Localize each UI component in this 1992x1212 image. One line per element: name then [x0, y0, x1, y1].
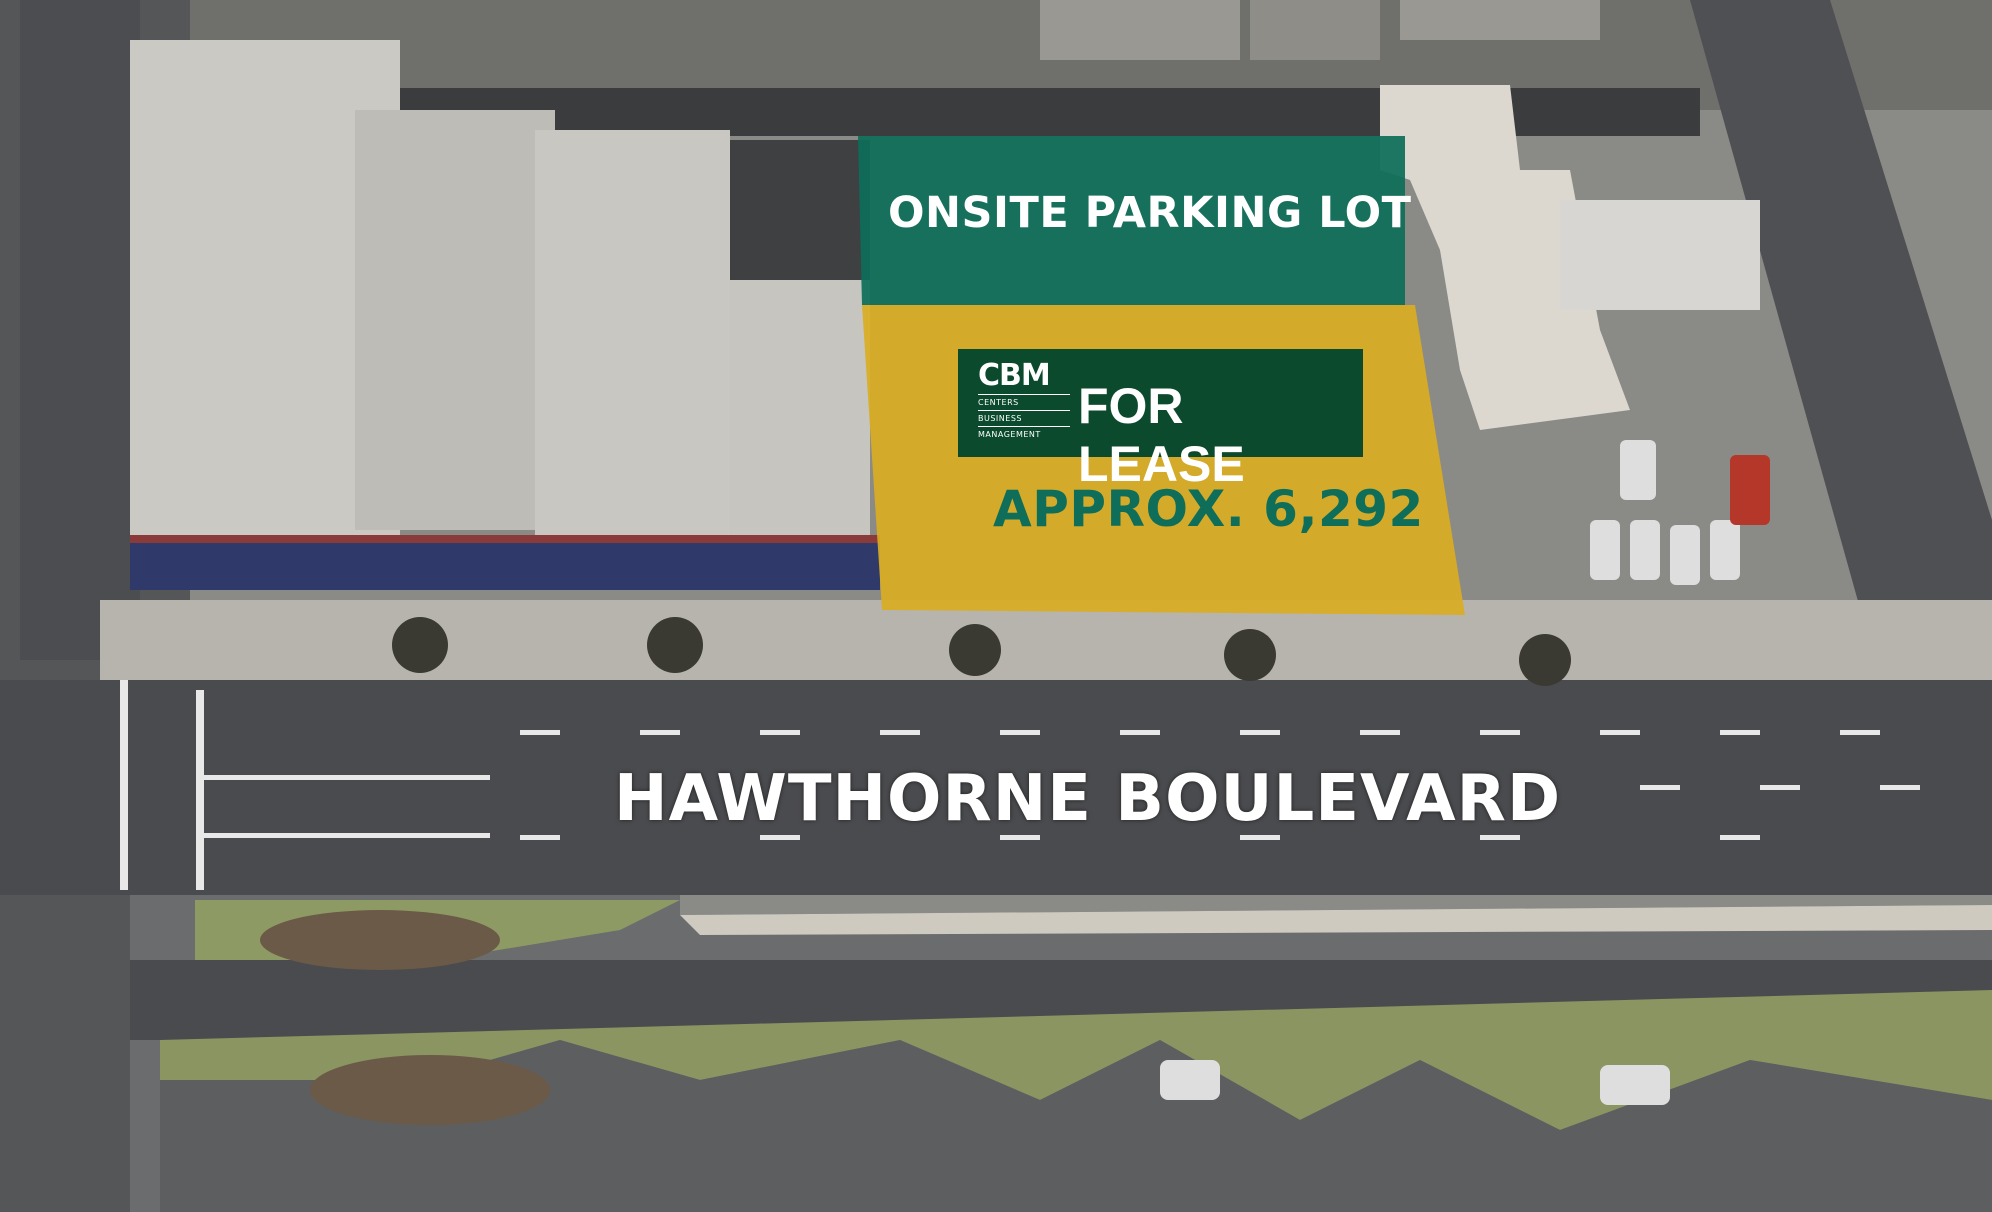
cbm-logo-mark: CBM — [978, 358, 1051, 393]
street-label: HAWTHORNE BOULEVARD — [614, 762, 1562, 836]
building-east — [1380, 85, 1630, 430]
building-3 — [535, 130, 730, 540]
cbm-logo-line-2: BUSINESS — [978, 410, 1070, 423]
building-2 — [355, 110, 555, 530]
building-east-canopy — [1560, 200, 1760, 310]
cbm-logo-line-3: MANAGEMENT — [978, 426, 1070, 439]
cross-street-right — [1690, 0, 1992, 680]
lower-landscape — [160, 990, 1992, 1130]
storefront-awning — [130, 540, 880, 590]
approx-size-label: APPROX. 6,292 — [993, 480, 1424, 538]
sidewalk — [100, 600, 1992, 680]
cbm-logo: CBM CENTERS BUSINESS MANAGEMENT — [978, 361, 1070, 447]
building-4 — [730, 280, 870, 540]
cbm-logo-line-1: CENTERS — [978, 394, 1070, 407]
for-lease-label: FOR LEASE — [1078, 378, 1245, 492]
for-lease-sign: CBM CENTERS BUSINESS MANAGEMENT FOR LEAS… — [958, 349, 1363, 492]
parking-lot-label: ONSITE PARKING LOT — [888, 188, 1412, 238]
parking-lot-overlay — [858, 136, 1405, 305]
